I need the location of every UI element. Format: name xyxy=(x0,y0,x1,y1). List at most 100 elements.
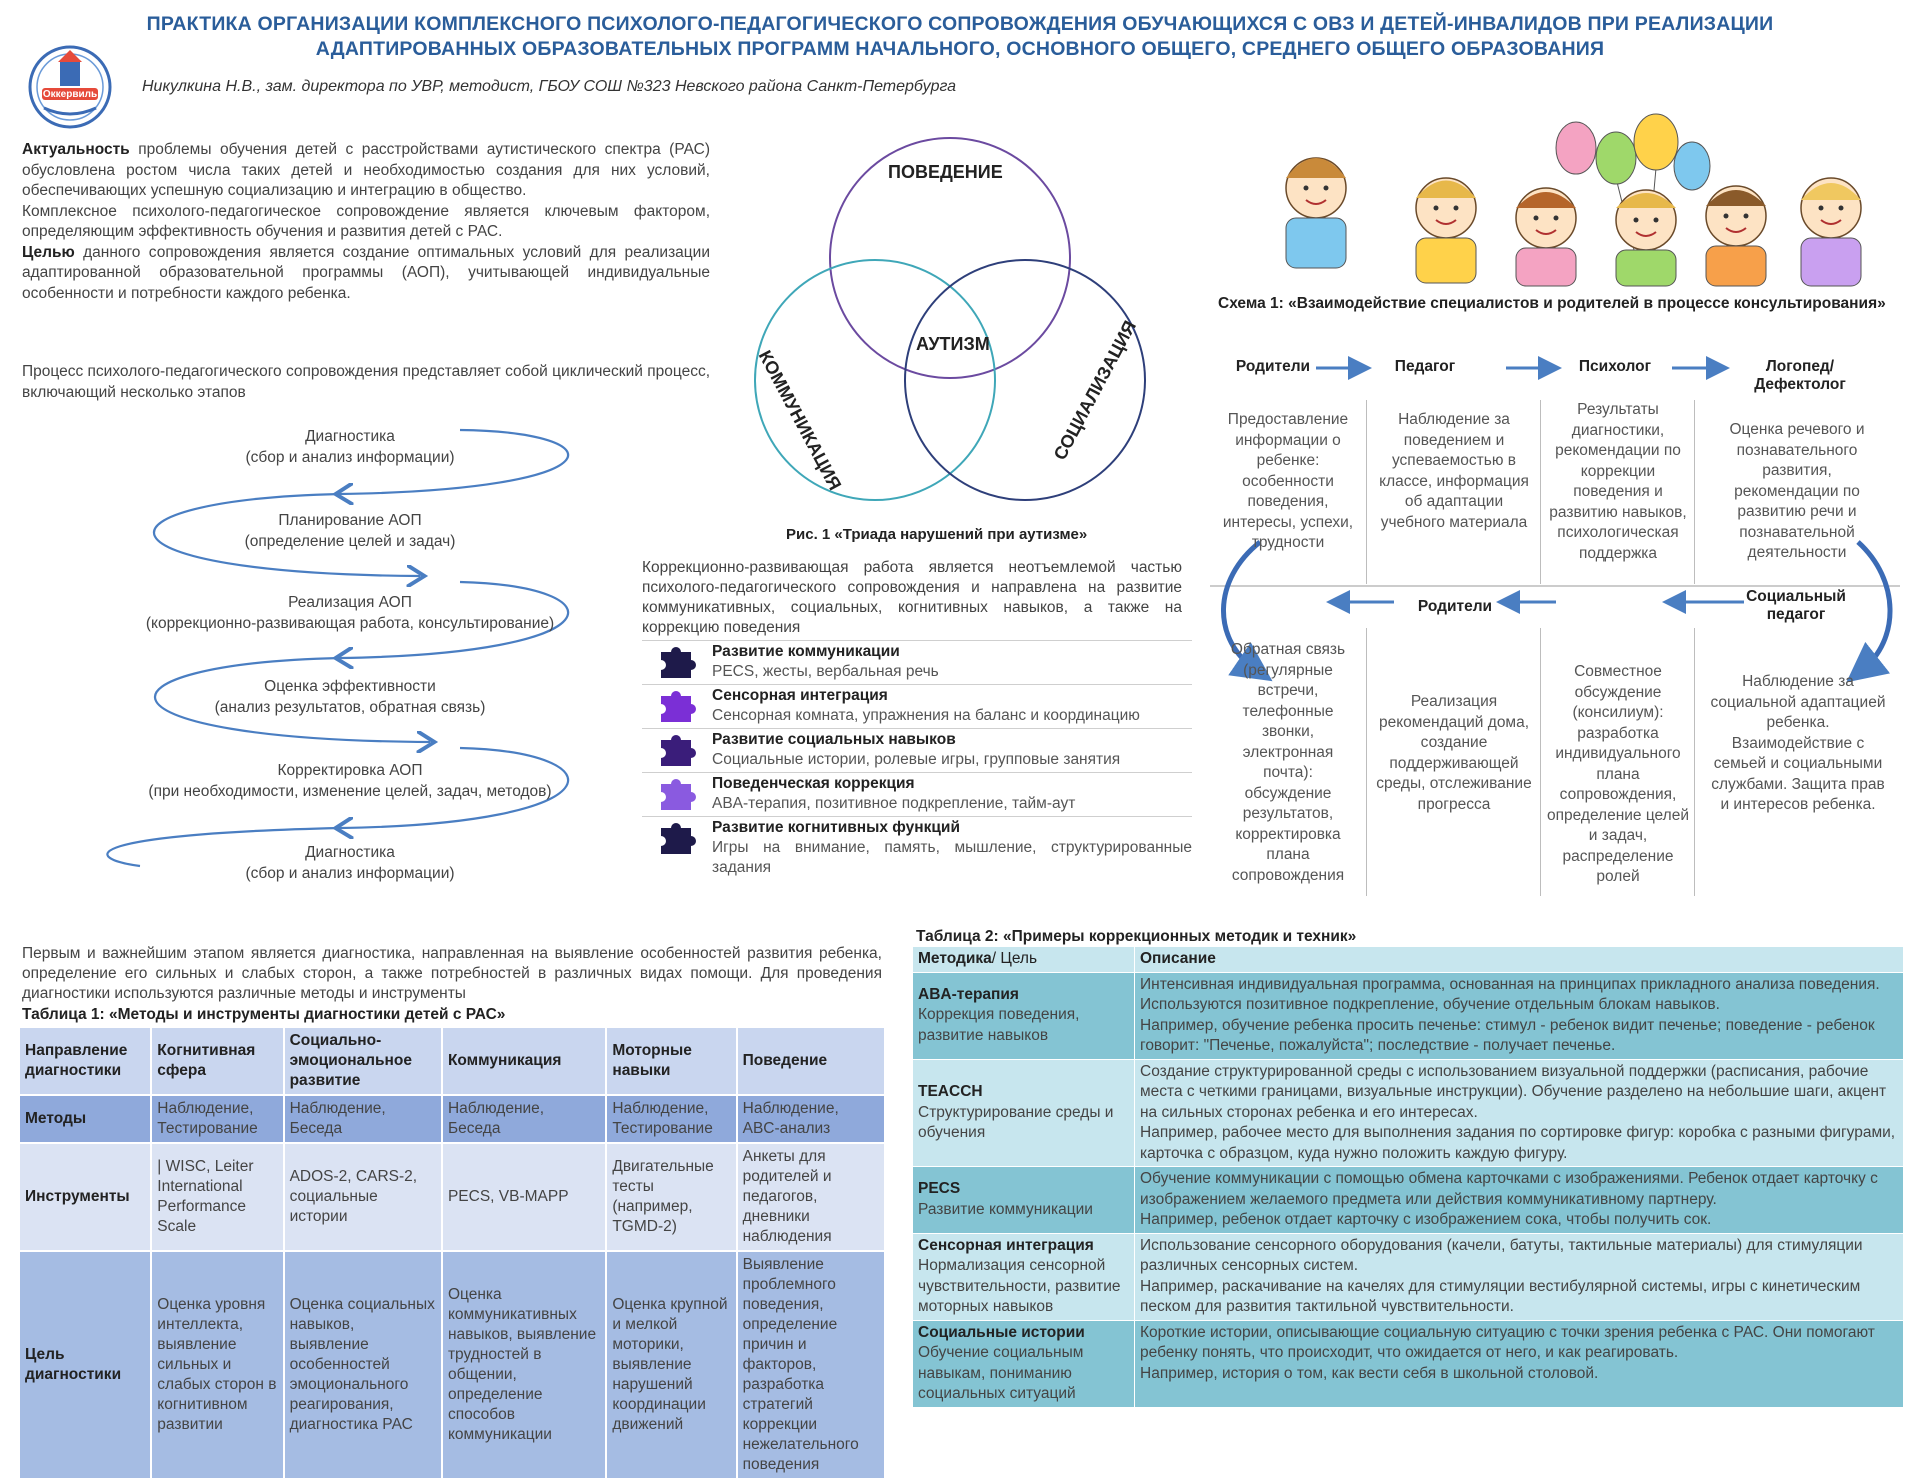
table-cell: Анкеты для родителей и педагогов, дневни… xyxy=(735,1142,887,1252)
method-name: ABA-терапия xyxy=(918,985,1019,1003)
correction-desc: Игры на внимание, память, мышление, стру… xyxy=(712,839,1192,876)
correction-intro: Коррекционно-развивающая работа является… xyxy=(642,559,1182,636)
schema-column-divider xyxy=(1540,400,1541,584)
table-cell: Наблюдение, Тестирование xyxy=(150,1094,285,1144)
step-title: Корректировка АОП xyxy=(277,762,423,779)
complex-text: Комплексное психолого-педагогическое соп… xyxy=(22,202,710,241)
table-cell: Наблюдение, Тестирование xyxy=(605,1094,738,1144)
puzzle-icon xyxy=(642,686,712,724)
venn-circle-communication xyxy=(754,259,996,501)
method-goal: Структурирование среды и обучения xyxy=(918,1103,1114,1142)
schema-cell-parents: Предоставление информации о ребенке: осо… xyxy=(1222,411,1354,551)
table-cell: Оценка крупной и мелкой моторики, выявле… xyxy=(605,1250,738,1480)
step-title: Диагностика xyxy=(305,428,395,445)
venn-circle-socialization xyxy=(904,259,1146,501)
puzzle-icon xyxy=(642,730,712,768)
table-cell: ADOS-2, CARS-2, социальные истории xyxy=(282,1142,443,1252)
curve-arrow-right xyxy=(1846,540,1893,683)
table-cell: Наблюдение, Беседа xyxy=(282,1094,443,1144)
correction-desc: PECS, жесты, вербальная речь xyxy=(712,663,939,680)
curve-arrow-left xyxy=(1221,540,1273,682)
method-desc: Создание структурированной среды с испол… xyxy=(1140,1062,1887,1121)
table-header-row: Методика/ Цель Описание xyxy=(912,946,1904,973)
description-cell: Использование сенсорного оборудования (к… xyxy=(1134,1232,1904,1321)
schema-head-speech-therapist: Логопед/ Дефектолог xyxy=(1754,358,1846,393)
hair xyxy=(1286,158,1861,208)
step-title: Оценка эффективности xyxy=(264,678,436,695)
description-cell: Создание структурированной среды с испол… xyxy=(1134,1058,1904,1167)
actuality-label: Актуальность xyxy=(22,141,130,158)
table-header: Социально-эмоциональное развитие xyxy=(282,1026,443,1096)
method-goal: Нормализация сенсорной чувствительности,… xyxy=(918,1257,1121,1315)
step-sub: (анализ результатов, обратная связь) xyxy=(214,699,486,716)
puzzle-icon xyxy=(642,818,712,856)
schema-head-parents: Родители xyxy=(1235,358,1311,375)
process-step-5: Корректировка АОП (при необходимости, из… xyxy=(100,760,600,802)
schema-cell-teacher: Наблюдение за поведением и успеваемостью… xyxy=(1379,411,1529,531)
spiral-arrow-1 xyxy=(340,428,570,494)
poster-title: ПРАКТИКА ОРГАНИЗАЦИИ КОМПЛЕКСНОГО ПСИХОЛ… xyxy=(40,12,1880,62)
table-cell: | WISC, Leiter International Performance… xyxy=(150,1142,285,1252)
table-cell: Оценка коммуникативных навыков, выявлени… xyxy=(440,1250,608,1480)
goal-label: Целью xyxy=(22,243,75,261)
table-cell: Выявление проблемного поведения, определ… xyxy=(735,1250,887,1480)
title-line-2: АДАПТИРОВАННЫХ ОБРАЗОВАТЕЛЬНЫХ ПРОГРАММ … xyxy=(315,38,1605,60)
actuality-text: проблемы обучения детей с расстройствами… xyxy=(22,141,710,199)
table1-caption: Таблица 1: «Методы и инструменты диагнос… xyxy=(22,1006,506,1023)
table-row: Методы Наблюдение, Тестирование Наблюден… xyxy=(17,1094,887,1144)
schema-cell-home: Реализация рекомендаций дома, создание п… xyxy=(1376,693,1532,813)
table-header: Когнитивная сфера xyxy=(150,1026,285,1096)
title-line-1: ПРАКТИКА ОРГАНИЗАЦИИ КОМПЛЕКСНОГО ПСИХОЛ… xyxy=(146,13,1774,35)
school-logo: Оккервиль xyxy=(22,44,118,130)
table-header: Направление диагностики xyxy=(17,1026,153,1096)
table-header: Методика/ Цель xyxy=(912,946,1135,973)
header-method: Методика xyxy=(918,950,992,967)
method-goal: Обучение социальным навыкам, пониманию с… xyxy=(918,1344,1084,1402)
header-goal: / Цель xyxy=(991,950,1038,967)
table2-caption: Таблица 2: «Примеры коррекционных методи… xyxy=(916,928,1357,945)
spiral-arrow-4 xyxy=(154,656,430,742)
goal-text: данного сопровождения является создание … xyxy=(22,243,710,302)
method-name: Социальные истории xyxy=(918,1323,1085,1341)
correction-title: Развитие когнитивных функций xyxy=(712,819,960,836)
schema-head-social-teacher: Социальный педагог xyxy=(1746,588,1846,623)
schema-arrows xyxy=(1210,356,1900,683)
correction-desc: Сенсорная комната, упражнения на баланс … xyxy=(712,707,1140,724)
table-cell: Оценка уровня интеллекта, выявление силь… xyxy=(150,1250,285,1480)
method-example: Например, обучение ребенка просить печен… xyxy=(1140,1016,1875,1055)
step-sub: (сбор и анализ информации) xyxy=(245,449,455,466)
process-spiral xyxy=(106,428,570,868)
schema-cell-council: Совместное обсуждение (консилиум): разра… xyxy=(1546,663,1689,885)
venn-circle-behavior xyxy=(829,137,1071,379)
method-desc: Использование сенсорного оборудования (к… xyxy=(1140,1236,1863,1275)
smiles xyxy=(1305,199,1842,237)
table-cell: Наблюдение, ABC-анализ xyxy=(735,1094,887,1144)
process-step-4: Оценка эффективности (анализ результатов… xyxy=(150,676,550,718)
method-goal: Развитие коммуникации xyxy=(918,1200,1093,1218)
table-header: Моторные навыки xyxy=(605,1026,738,1096)
row-label: Инструменты xyxy=(17,1142,153,1252)
schema-column-divider xyxy=(1366,400,1367,584)
venn-diagram xyxy=(754,137,1146,501)
schema-cell-psychologist: Результаты диагностики, рекомендации по … xyxy=(1549,401,1687,562)
table-row: Инструменты | WISC, Leiter International… xyxy=(17,1142,887,1252)
process-step-3: Реализация АОП (коррекционно-развивающая… xyxy=(100,592,600,634)
schema-cell-feedback: Обратная связь (регулярные встречи, теле… xyxy=(1230,641,1346,884)
method-example: Например, история о том, как вести себя … xyxy=(1140,1364,1599,1382)
diagnostics-text: Первым и важнейшим этапом является диагн… xyxy=(22,945,882,1002)
method-name: TEACCH xyxy=(918,1083,983,1100)
table-header-row: Направление диагностики Когнитивная сфер… xyxy=(17,1026,887,1096)
schema-column-divider xyxy=(1694,628,1695,896)
correction-desc: Социальные истории, ролевые игры, группо… xyxy=(712,751,1121,768)
table-header: Поведение xyxy=(735,1026,887,1096)
